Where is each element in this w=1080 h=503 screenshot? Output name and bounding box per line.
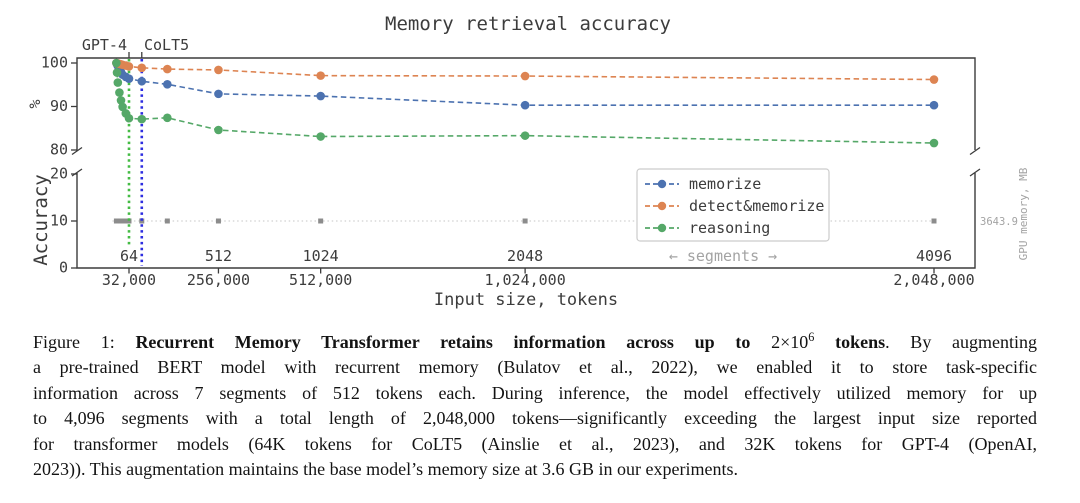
y-tick-label: 10: [50, 212, 68, 230]
legend-swatch-marker-detect-memorize: [657, 201, 667, 211]
x-tick-label: 256,000: [187, 271, 250, 289]
series-point-reasoning: [316, 132, 325, 141]
gpu-memory-value-label: 3643.9: [980, 216, 1018, 228]
axis-break-mark: [969, 146, 981, 156]
series-point-memorize: [520, 100, 530, 110]
x-tick-label: 2,048,000: [893, 271, 974, 289]
axis-break-mark: [71, 146, 83, 156]
colt5-annotation-label: CoLT5: [144, 36, 189, 54]
gpu-memory-marker: [522, 218, 528, 224]
gpu-memory-marker: [139, 218, 145, 224]
series-point-detect-memorize: [124, 62, 134, 71]
series-point-reasoning: [116, 96, 126, 105]
series-point-reasoning: [118, 102, 127, 112]
series-point-detect-memorize: [316, 71, 325, 80]
gpu-memory-marker: [164, 218, 170, 224]
segments-hint-label: ← segments →: [669, 247, 777, 265]
series-point-reasoning: [112, 68, 122, 77]
series-point-detect-memorize: [163, 64, 172, 74]
series-point-memorize: [316, 91, 325, 101]
caption-text-segment: a pre-trained BERT model with recurrent …: [33, 357, 1037, 378]
caption-text-segment: 2023)). This augmentation maintains the …: [33, 459, 739, 480]
top-panel-border: [76, 57, 976, 151]
caption-text-segment: for transformer models (64K tokens for C…: [33, 433, 1037, 454]
series-point-reasoning: [112, 58, 121, 68]
segments-tick-label: 512: [205, 247, 232, 265]
series-point-memorize: [137, 76, 147, 86]
axis-break-mark: [969, 168, 981, 177]
series-point-memorize: [214, 89, 223, 99]
x-tick-label: 32,000: [102, 271, 156, 289]
segments-tick-label: 2048: [507, 247, 543, 265]
series-point-reasoning: [115, 88, 124, 97]
caption-text-segment: Recurrent Memory Transformer retains inf…: [135, 332, 772, 352]
chart-title: Memory retrieval accuracy: [385, 13, 671, 35]
caption-text-segment: Figure 1:: [33, 332, 136, 352]
caption-line-3: information across 7 segments of 512 tok…: [33, 381, 1037, 406]
segments-tick-label: 1024: [303, 247, 339, 265]
caption-line-4: to 4,096 segments with a total length of…: [33, 406, 1037, 431]
series-point-reasoning: [929, 138, 939, 148]
y-tick-label: 0: [59, 259, 68, 277]
gpu-memory-marker: [215, 218, 221, 224]
y-tick-label: 20: [50, 165, 68, 183]
legend-box: [636, 168, 830, 242]
legend-label-memorize: memorize: [689, 175, 761, 193]
series-point-reasoning: [520, 131, 530, 140]
caption-text-segment: . By augmenting: [885, 332, 1038, 352]
series-point-reasoning: [113, 78, 123, 87]
caption-line-1: Figure 1: Recurrent Memory Transformer r…: [33, 330, 1037, 355]
caption-line-2: a pre-trained BERT model with recurrent …: [33, 355, 1037, 380]
y-tick-label: 90: [50, 97, 68, 115]
legend-label-reasoning: reasoning: [689, 219, 770, 237]
memory-retrieval-chart: 10090802010032,00064256,000512512,000102…: [26, 13, 1030, 310]
legend-label-detect-memorize: detect&memorize: [689, 197, 824, 215]
series-point-reasoning: [137, 114, 147, 124]
series-point-detect-memorize: [520, 71, 530, 81]
segments-tick-label: 4096: [916, 247, 952, 265]
series-point-memorize: [124, 74, 134, 83]
series-point-reasoning: [214, 125, 223, 135]
series-line-memorize: [115, 62, 934, 106]
y-tick-label: 80: [50, 141, 68, 159]
x-tick-label: 512,000: [289, 271, 352, 289]
series-point-memorize: [929, 100, 939, 110]
caption-text-segment: 6: [808, 330, 815, 344]
gpu-memory-marker: [120, 218, 126, 224]
caption-text-segment: to 4,096 segments with a total length of…: [33, 408, 1037, 429]
series-point-detect-memorize: [929, 75, 939, 84]
figure-caption: Figure 1: Recurrent Memory Transformer r…: [33, 330, 1037, 482]
axis-break-mark: [71, 168, 83, 177]
gpu-memory-marker: [123, 218, 129, 224]
y-tick-label: 100: [41, 54, 68, 72]
caption-line-5: for transformer models (64K tokens for C…: [33, 432, 1037, 457]
x-axis-label: Input size, tokens: [434, 290, 618, 310]
series-point-detect-memorize: [214, 65, 223, 75]
x-tick-label: 1,024,000: [484, 271, 565, 289]
caption-line-6: 2023)). This augmentation maintains the …: [33, 457, 1037, 482]
legend-swatch-marker-memorize: [657, 179, 667, 189]
right-axis-label-gpu-memory: GPU memory, MB: [1017, 167, 1030, 260]
gpu-memory-marker: [318, 218, 324, 224]
legend-swatch-marker-reasoning: [657, 223, 667, 233]
y-axis-label-accuracy: Accuracy: [30, 174, 52, 266]
series-point-memorize: [163, 80, 172, 89]
series-point-reasoning: [163, 113, 172, 123]
caption-text-segment: 2×10: [771, 332, 809, 352]
segments-tick-label: 64: [120, 247, 138, 265]
series-point-reasoning: [124, 113, 134, 123]
gpt4-annotation-label: GPT-4: [82, 36, 127, 54]
caption-text-segment: tokens: [814, 332, 886, 352]
top-y-axis-label-percent: %: [26, 99, 44, 108]
series-point-detect-memorize: [137, 63, 147, 73]
gpu-memory-marker: [126, 218, 132, 224]
gpu-memory-marker: [931, 218, 937, 224]
caption-text-segment: information across 7 segments of 512 tok…: [33, 382, 1037, 403]
